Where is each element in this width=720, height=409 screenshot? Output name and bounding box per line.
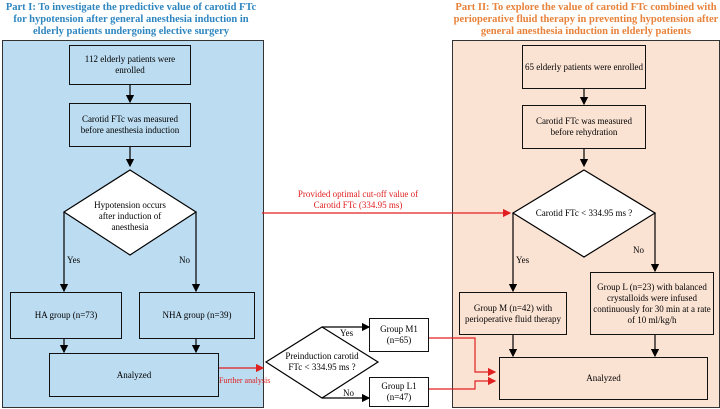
part2-measured-box: Carotid FTc was measured before rehydrat…: [522, 105, 646, 149]
nha-group-box: NHA group (n=39): [139, 292, 255, 339]
further-analysis-label: Further analysis: [219, 376, 271, 385]
part1-analyzed-box: Analyzed: [49, 353, 219, 397]
part2-enrolled-box: 65 elderly patients were enrolled: [522, 45, 646, 89]
group-l-box: Group L (n=23) with balanced crystalloid…: [590, 272, 714, 335]
group-m1-box: Group M1 (n=65): [369, 318, 429, 352]
part1-measured-box: Carotid FTc was measured before anesthes…: [69, 103, 191, 147]
part2-yes-label: Yes: [516, 255, 530, 265]
middle-yes-label: Yes: [340, 328, 354, 338]
middle-no-label: No: [343, 388, 354, 398]
part1-title: Part I: To investigate the predictive va…: [5, 2, 257, 37]
middle-decision-text: Preinduction carotid FTc < 334.95 ms ?: [285, 351, 359, 372]
part1-enrolled-box: 112 elderly patients were enrolled: [69, 45, 191, 85]
part1-no-label: No: [179, 255, 190, 265]
part2-no-label: No: [633, 245, 644, 255]
ha-group-box: HA group (n=73): [10, 292, 122, 339]
part2-decision-diamond: [511, 169, 657, 258]
part2-title: Part II: To explore the value of carotid…: [453, 2, 719, 37]
part2-decision-text: Carotid FTc < 334.95 ms ?: [535, 208, 633, 218]
part1-yes-label: Yes: [67, 255, 81, 265]
cutoff-label: Provided optimal cut-off value of Caroti…: [297, 189, 419, 210]
group-l1-box: Group L1 (n=47): [369, 377, 429, 407]
part1-decision-diamond: [62, 169, 198, 256]
part1-decision-text: Hypotension occurs after induction of an…: [94, 200, 166, 232]
group-m-box: Group M (n=42) with perioperative fluid …: [459, 292, 567, 335]
part2-analyzed-box: Analyzed: [499, 357, 708, 400]
